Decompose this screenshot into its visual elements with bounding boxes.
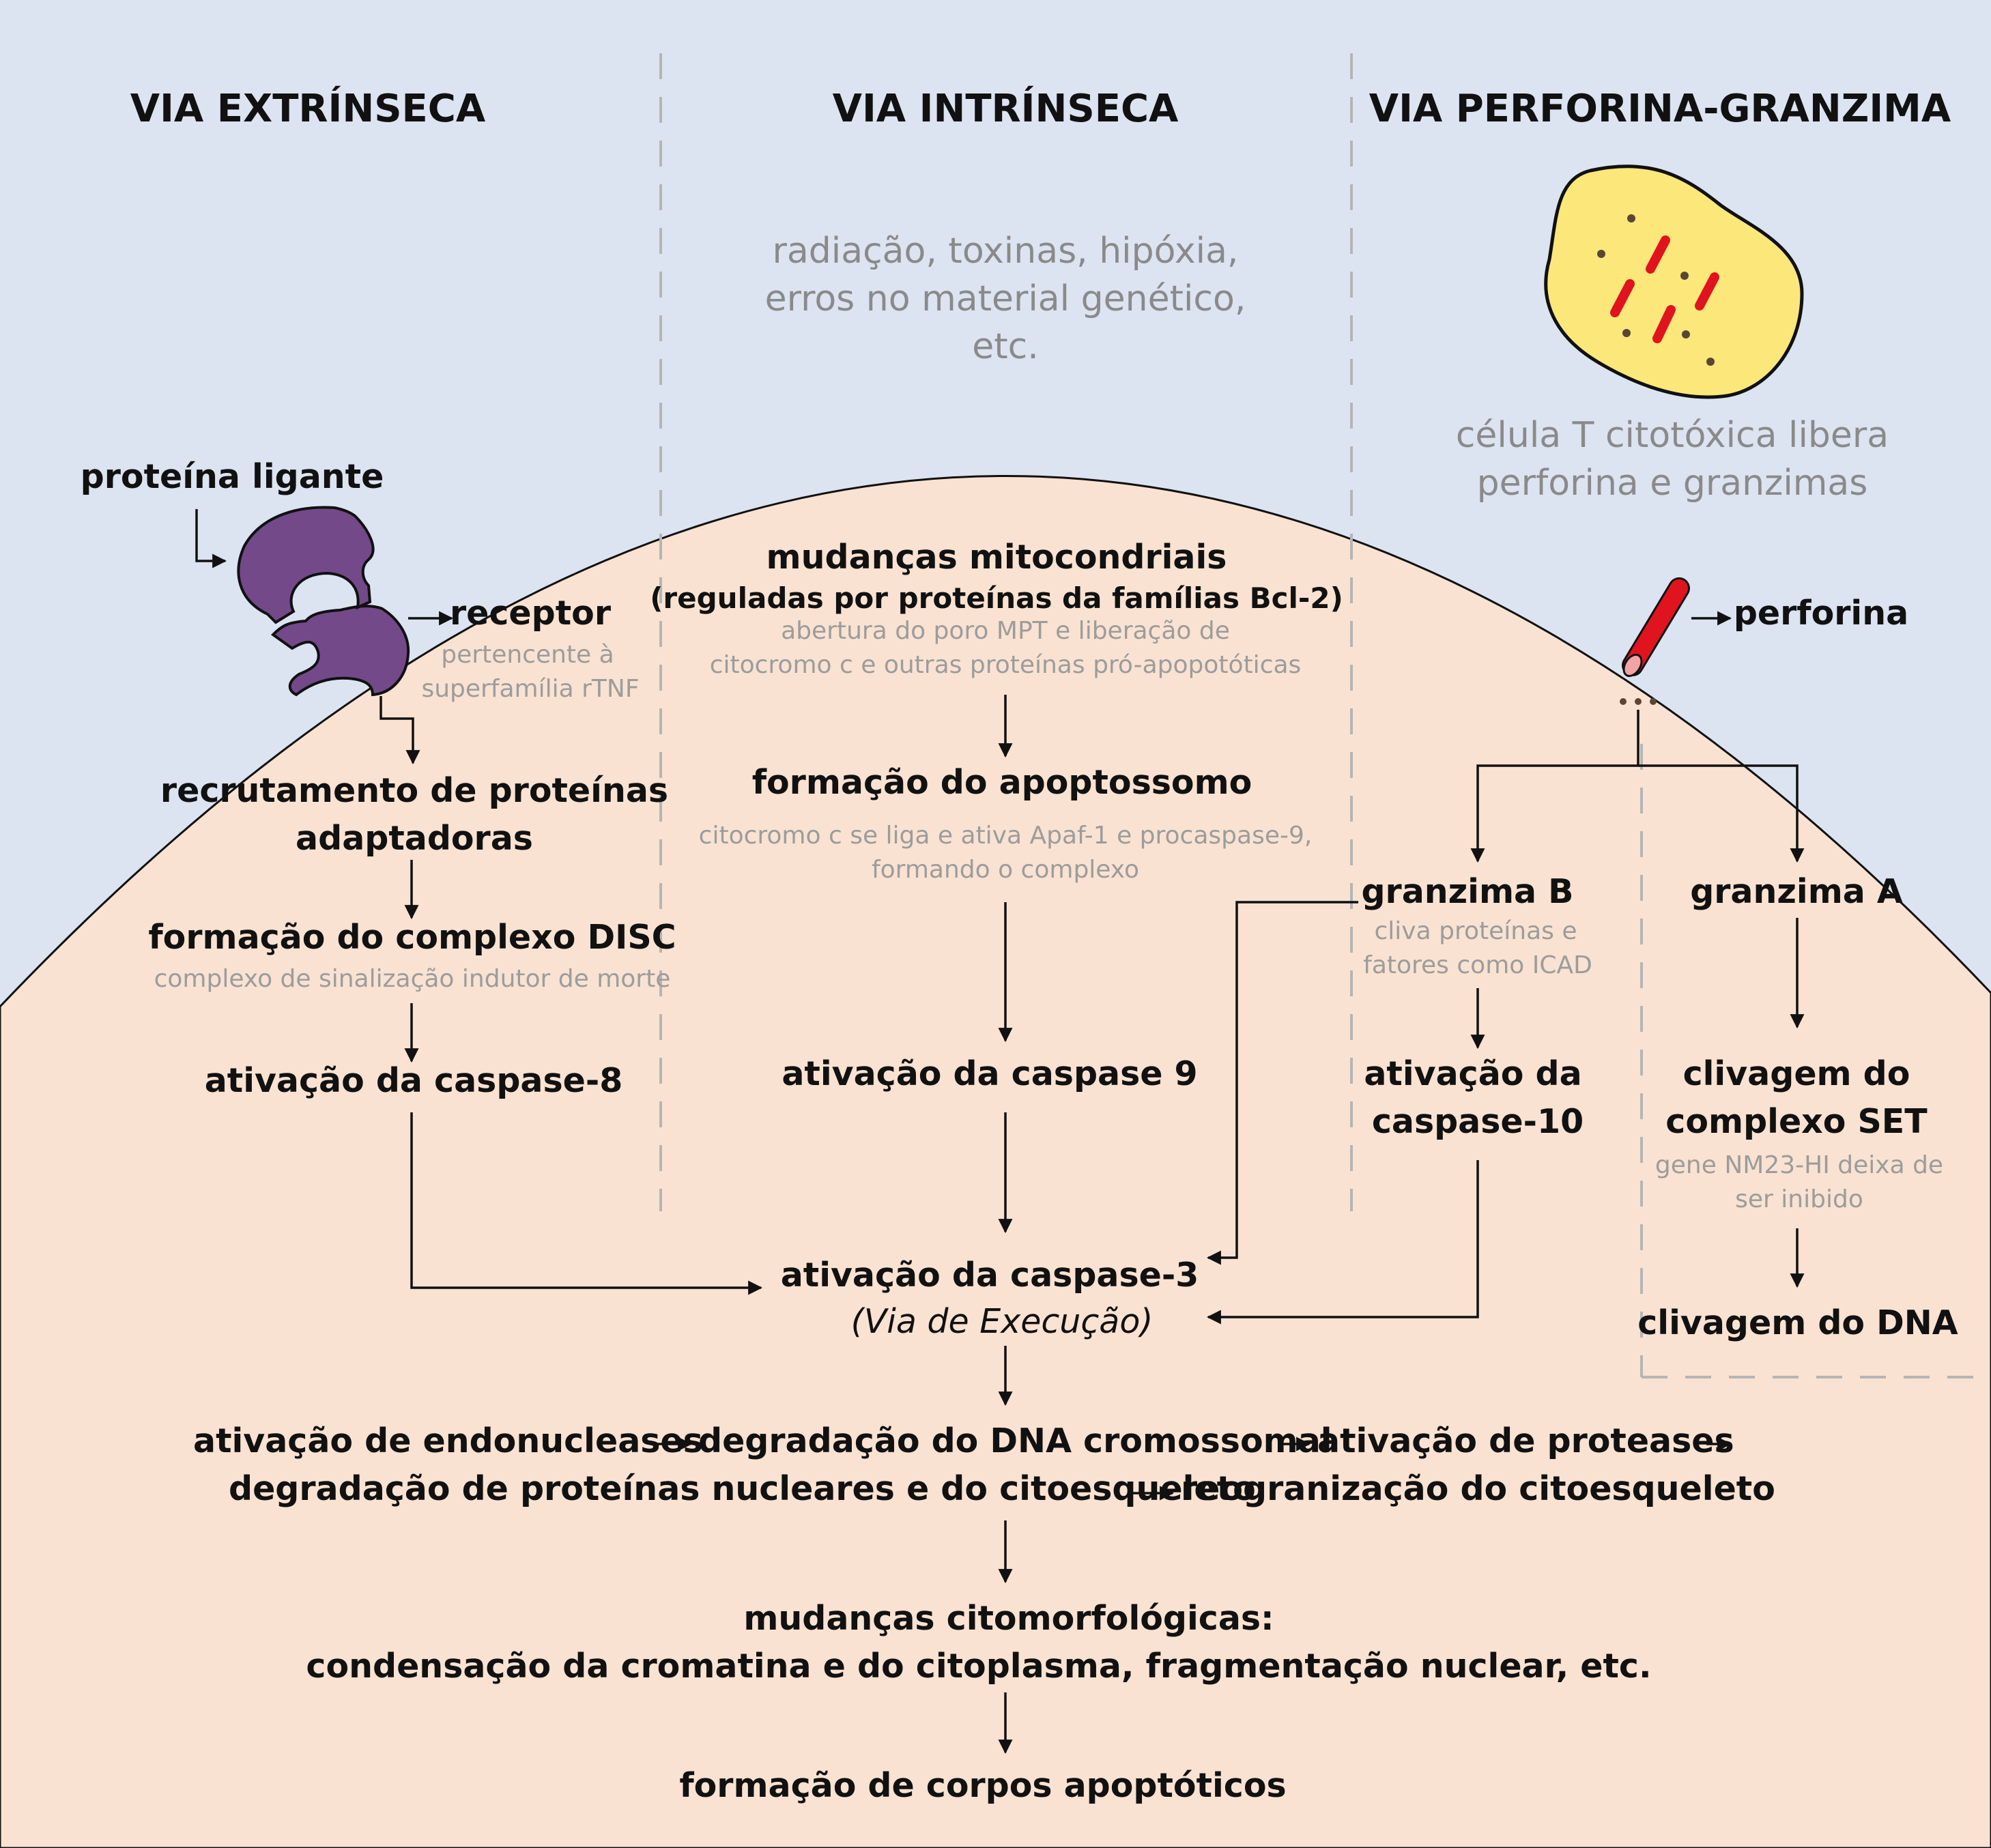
set-line2: complexo SET <box>1665 1102 1928 1141</box>
row2-protein-degradation: degradação de proteínas nucleares e do c… <box>229 1469 1256 1508</box>
header-intrinsic: VIA INTRÍNSECA <box>832 87 1179 131</box>
granzymeB-note-1: cliva proteínas e <box>1374 917 1577 945</box>
column-separators <box>659 53 1991 1378</box>
split <box>1470 710 1639 863</box>
dna-cleavage-label: clivagem do DNA <box>1637 1303 1958 1342</box>
row1-endonucleases: ativação de endonucleases <box>193 1421 703 1460</box>
header-perforin-granzyme: VIA PERFORINA-GRANZIMA <box>1369 87 1951 131</box>
triggers-line1: radiação, toxinas, hipóxia, <box>772 231 1239 272</box>
caspase10-line2: caspase-10 <box>1371 1102 1584 1141</box>
header-extrinsic: VIA EXTRÍNSECA <box>130 87 486 131</box>
recruitment-line2: adaptadoras <box>296 819 533 858</box>
recruitment-line1: recrutamento de proteínas <box>160 771 669 810</box>
apoptotic-bodies-label: formação de corpos apoptóticos <box>679 1766 1287 1805</box>
caspase3-label: ativação da caspase-3 <box>780 1256 1199 1295</box>
ligand-label: proteína ligante <box>80 457 384 496</box>
granzymeA-label: granzima A <box>1690 872 1903 911</box>
mito-label: mudanças mitocondriais <box>766 538 1227 577</box>
receptor-icon <box>237 506 410 697</box>
perforin-icon <box>1622 577 1690 678</box>
tcell-caption-line2: perforina e granzimas <box>1476 463 1868 504</box>
arrow-ligand <box>195 509 227 568</box>
split-a <box>1638 764 1805 863</box>
caspase9-label: ativação da caspase 9 <box>782 1054 1198 1093</box>
receptor-note-2: superfamília rTNF <box>421 675 640 703</box>
row1-dna-degradation: degradação do DNA cromossomal <box>698 1421 1332 1460</box>
mito-note-1: abertura do poro MPT e liberação de <box>781 617 1230 645</box>
apoptosome-label: formação do apoptossomo <box>751 763 1252 802</box>
disc-label: formação do complexo DISC <box>148 918 676 957</box>
apoptosome-note-1: citocromo c se liga e ativa Apaf-1 e pro… <box>698 822 1313 850</box>
triggers-line2: erros no material genético, <box>764 278 1246 319</box>
t-cell-icon <box>1544 164 1804 399</box>
arrow-receptor-down <box>379 696 420 765</box>
mito-note-2: citocromo c e outras proteínas pró-apopo… <box>709 651 1302 679</box>
receptor-label: receptor <box>449 594 612 633</box>
row2-cytoskeleton: reogranização do citoesqueleto <box>1181 1469 1775 1508</box>
morph-detail: condensação da cromatina e do citoplasma… <box>306 1647 1652 1686</box>
arrow-caspase8 <box>410 1112 763 1295</box>
arrow-granzymeB-left <box>1206 901 1358 1265</box>
disc-note: complexo de sinalização indutor de morte <box>154 965 671 993</box>
triggers-line3: etc. <box>972 326 1039 367</box>
arrow-caspase10 <box>1206 1160 1479 1325</box>
set-note-2: ser inibido <box>1735 1185 1863 1213</box>
morph-label: mudanças citomorfológicas: <box>743 1599 1274 1638</box>
tcell-caption-line1: célula T citotóxica libera <box>1455 415 1889 456</box>
receptor-note-1: pertencente à <box>441 641 614 669</box>
execution-pathway-label: (Via de Execução) <box>850 1302 1154 1341</box>
caspase10-line1: ativação da <box>1364 1054 1582 1093</box>
connectors <box>195 509 1805 1755</box>
mito-regulation: (reguladas por proteínas da famílias Bcl… <box>650 581 1343 615</box>
set-line1: clivagem do <box>1682 1054 1910 1093</box>
granzymeB-note-2: fatores como ICAD <box>1363 951 1592 979</box>
perforin-label: perforina <box>1733 594 1909 633</box>
granzymeB-label: granzima B <box>1361 872 1574 911</box>
caspase8-label: ativação da caspase-8 <box>204 1061 623 1100</box>
row1-proteases: ativação de proteases <box>1317 1421 1734 1460</box>
apoptosome-note-2: formando o complexo <box>871 856 1140 884</box>
set-note-1: gene NM23-HI deixa de <box>1655 1151 1944 1179</box>
perforin-dots <box>1620 698 1657 705</box>
cell-body <box>0 475 1991 1848</box>
